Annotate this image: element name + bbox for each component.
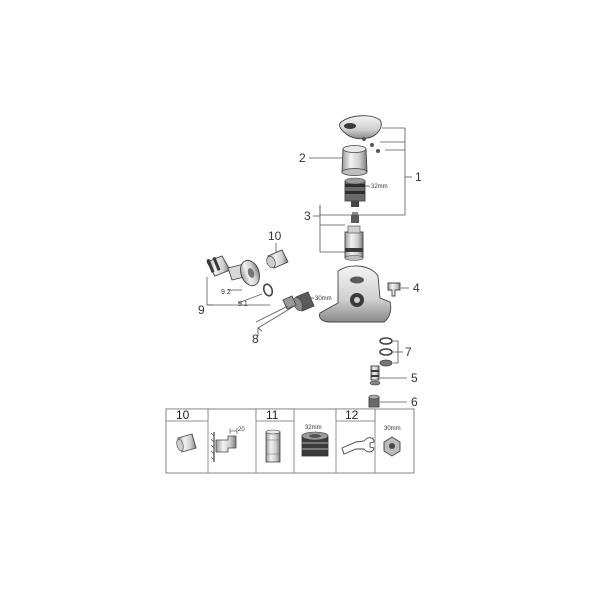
- dimension-30mm: 30mm: [315, 296, 332, 302]
- callout-2: 2: [299, 151, 306, 165]
- accessory-extension: [265, 429, 281, 463]
- accessory-cap: [176, 433, 197, 453]
- lever-handle: [339, 115, 382, 140]
- escutcheon: [239, 259, 261, 287]
- accessory-wrench: [341, 437, 375, 455]
- diverter: [369, 365, 381, 386]
- accessory-offset-adapter: [210, 428, 238, 462]
- leader-lines: [206, 127, 412, 403]
- cartridge: [344, 177, 366, 207]
- cap-plug: [387, 282, 401, 297]
- cap-sleeve: [341, 145, 368, 176]
- callout-10: 10: [268, 229, 282, 243]
- callout-5: 5: [411, 371, 418, 385]
- handle-screws: [362, 137, 380, 153]
- accessories-strip: [165, 408, 415, 474]
- cartridge-seal: [351, 212, 359, 223]
- union-washer: [262, 283, 274, 297]
- callout-8: 8: [252, 332, 259, 346]
- aerator: [368, 394, 380, 408]
- callout-6: 6: [411, 395, 418, 409]
- accessory-11-label: 11: [266, 408, 279, 422]
- union-seal: [282, 295, 297, 310]
- accessory-cartridge-nut: [301, 431, 329, 457]
- accessory-32mm-label: 32mm: [305, 425, 322, 431]
- dimension-32mm: 32mm: [371, 184, 388, 190]
- callout-4: 4: [413, 281, 420, 295]
- escutcheon-cap: [266, 249, 289, 269]
- offset-dimension: 20: [238, 427, 245, 433]
- washers: [379, 337, 393, 367]
- callout-9-2: 9.2: [221, 289, 231, 296]
- accessory-12-label: 12: [345, 408, 359, 422]
- callout-7: 7: [405, 345, 412, 359]
- callout-3: 3: [304, 209, 311, 223]
- accessory-30mm-label: 30mm: [384, 426, 401, 432]
- callout-1: 1: [415, 170, 422, 184]
- mixer-body: [319, 265, 392, 323]
- accessory-hex-nut: [383, 436, 401, 457]
- callout-9: 9: [198, 303, 205, 317]
- union-nut: [293, 291, 315, 312]
- adapter: [344, 225, 364, 261]
- callout-9-1: 9.1: [238, 301, 248, 308]
- accessory-10-label: 10: [176, 408, 190, 422]
